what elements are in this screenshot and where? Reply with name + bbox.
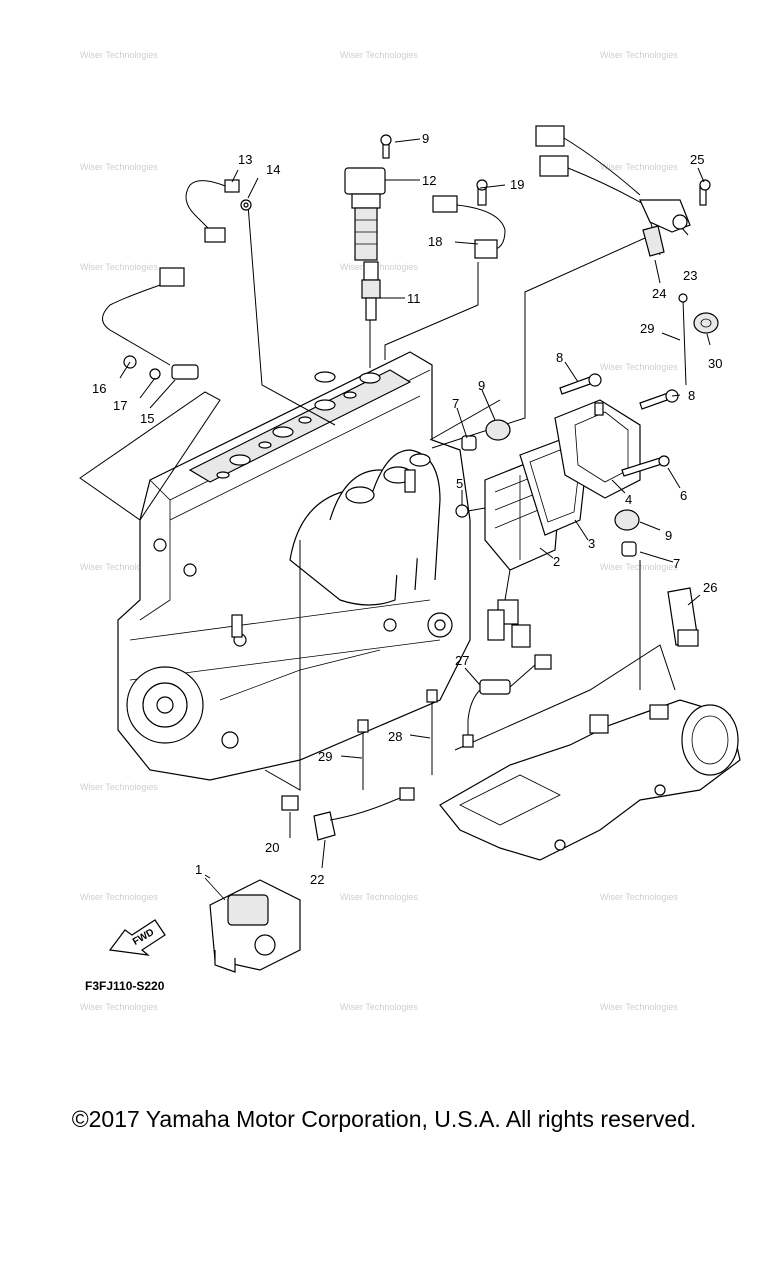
watermark: Wiser Technologies <box>340 262 418 272</box>
watermark: Wiser Technologies <box>600 892 678 902</box>
callout-22: 23 <box>683 268 697 283</box>
callout-8: 8 <box>556 350 563 365</box>
callout-13: 13 <box>238 152 252 167</box>
part-sensor-18 <box>432 179 506 259</box>
watermark: Wiser Technologies <box>340 1002 418 1012</box>
watermark: Wiser Technologies <box>600 562 678 572</box>
part-throttle-body <box>204 877 301 973</box>
part-ignition-coil <box>344 134 392 321</box>
watermark: Wiser Technologies <box>600 162 678 172</box>
callout-29: 29 <box>640 321 654 336</box>
callout-14: 14 <box>266 162 280 177</box>
callout-2: 2 <box>553 554 560 569</box>
callout-28: 29 <box>318 749 332 764</box>
part-sensor-13 <box>185 179 252 243</box>
callout-4: 4 <box>625 492 632 507</box>
copyright-notice: ©2017 Yamaha Motor Corporation, U.S.A. A… <box>71 1106 697 1132</box>
watermark: Wiser Technologies <box>80 1002 158 1012</box>
watermark: Wiser Technologies <box>80 782 158 792</box>
fwd-arrow-icon: FWD <box>108 919 166 956</box>
leader-lines <box>79 204 676 791</box>
callout-27: 28 <box>388 729 402 744</box>
callout-leaders <box>119 138 711 879</box>
watermark: Wiser Technologies <box>80 562 158 572</box>
watermark: Wiser Technologies <box>600 50 678 60</box>
part-misc <box>357 293 719 790</box>
callout-1: 1 <box>195 862 202 877</box>
callout-20: 20 <box>265 840 279 855</box>
callout-12: 11 <box>407 291 421 306</box>
callout-7: 7 <box>452 396 459 411</box>
watermark: Wiser Technologies <box>340 50 418 60</box>
part-sensor-20-21 <box>281 787 415 841</box>
callout-3: 3 <box>588 536 595 551</box>
part-sensor-15 <box>102 267 199 380</box>
watermark: Wiser Technologies <box>80 892 158 902</box>
callout-labels: 9 12 11 13 14 19 18 25 23 24 29 30 8 8 9… <box>92 131 722 887</box>
part-exhaust-manifold <box>439 699 741 861</box>
callout-21: 22 <box>310 872 324 887</box>
callout-18: 18 <box>428 234 442 249</box>
callout-15: 15 <box>140 411 154 426</box>
part-harness-22 <box>535 125 711 257</box>
callout-24: 25 <box>690 152 704 167</box>
callout-9: 9 <box>478 378 485 393</box>
watermark: Wiser Technologies <box>80 162 158 172</box>
callout-5: 5 <box>456 476 463 491</box>
callout-16: 16 <box>92 381 106 396</box>
watermark: Wiser Technologies <box>600 1002 678 1012</box>
callout-19: 19 <box>510 177 524 192</box>
diagram-code: F3FJ110-S220 <box>85 979 165 993</box>
callout-25: 26 <box>703 580 717 595</box>
callout-6: 6 <box>680 488 687 503</box>
part-ecu-assembly <box>484 399 641 648</box>
callout-11: 9 <box>422 131 429 146</box>
callout-8b: 8 <box>688 388 695 403</box>
watermark: Wiser Technologies <box>80 262 158 272</box>
callout-17: 17 <box>113 398 127 413</box>
callout-10: 12 <box>422 173 436 188</box>
watermark: Wiser Technologies <box>600 362 678 372</box>
engine-block <box>117 351 471 781</box>
callout-9b: 9 <box>665 528 672 543</box>
callout-7b: 7 <box>673 556 680 571</box>
watermark: Wiser Technologies <box>80 50 158 60</box>
callout-30: 30 <box>708 356 722 371</box>
callout-23: 24 <box>652 286 666 301</box>
callout-26: 27 <box>455 653 469 668</box>
watermark: Wiser Technologies <box>340 892 418 902</box>
